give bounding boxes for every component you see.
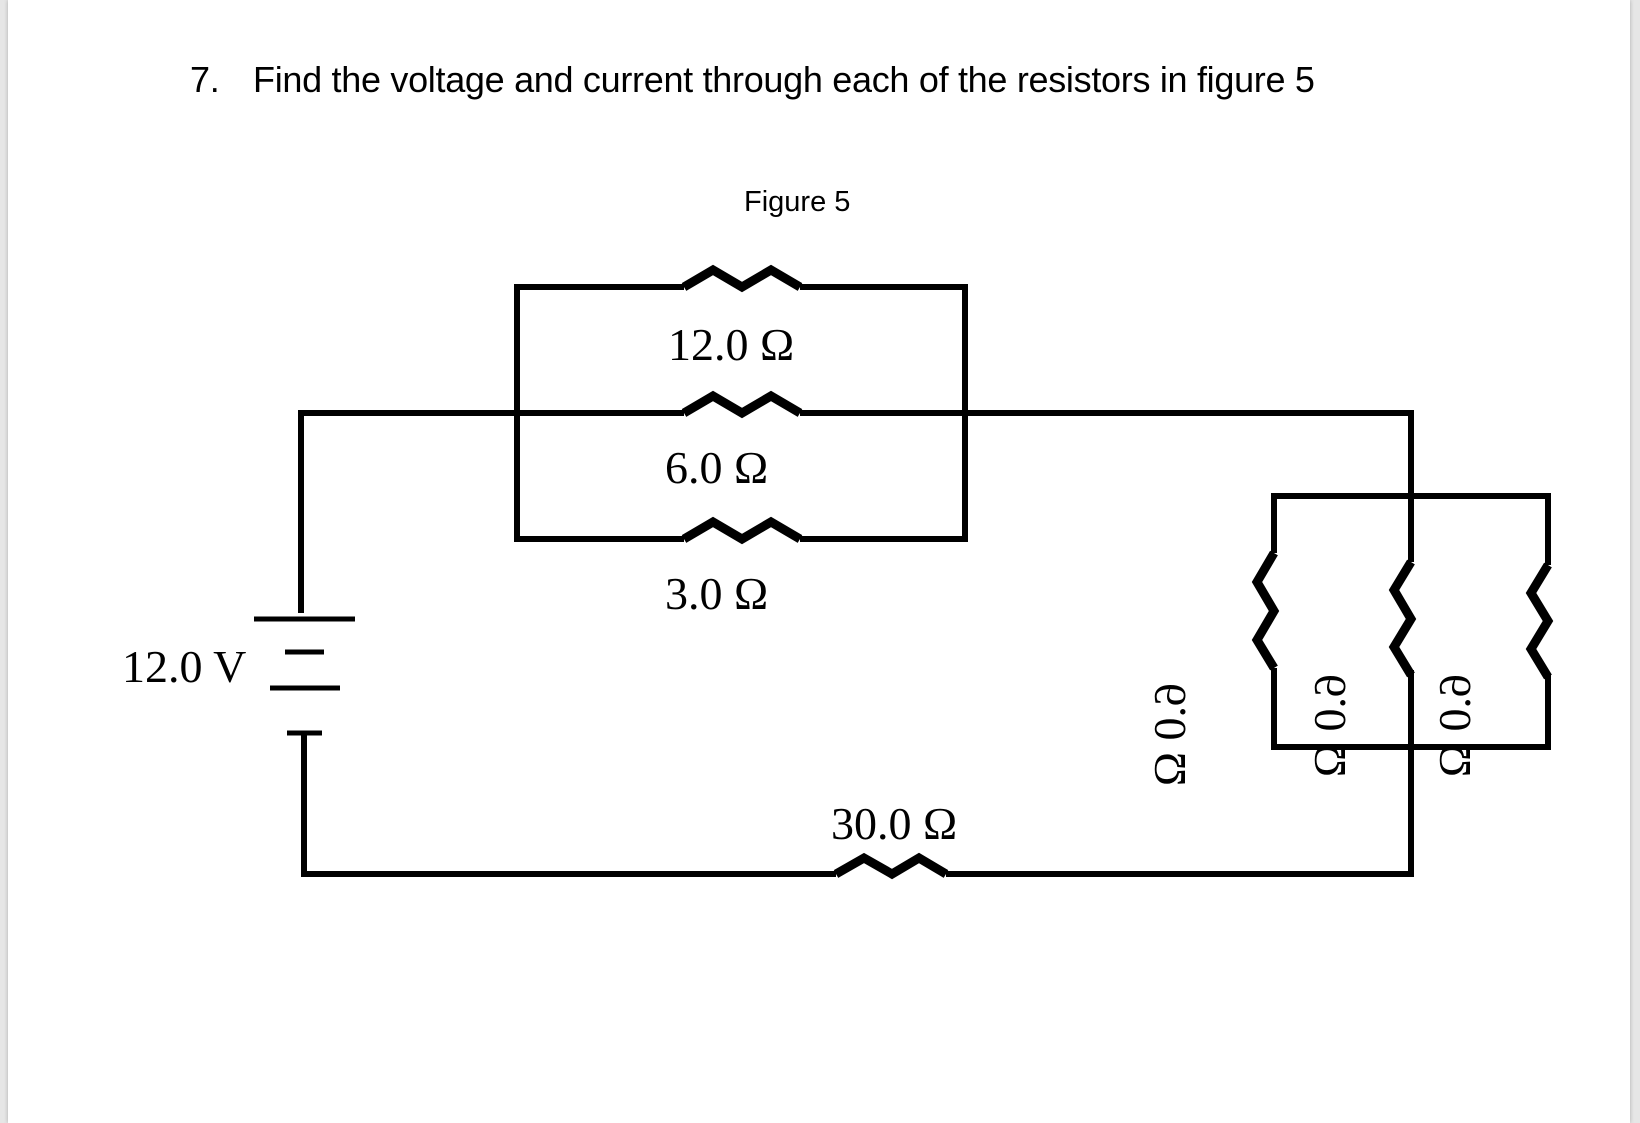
wire-battery-bottom <box>301 733 1411 877</box>
label-resistor-series: 30.0 Ω <box>831 798 957 849</box>
label-resistor-right-1: 6.0 Ω <box>1144 683 1195 786</box>
resistor-zigzag-right-2 <box>1388 559 1417 678</box>
document-page <box>8 0 1630 1123</box>
question-text: Find the voltage and current through eac… <box>253 59 1315 100</box>
label-resistor-top: 12.0 Ω <box>668 319 794 370</box>
label-resistor-right-3: 6.0 Ω <box>1429 674 1480 777</box>
resistor-zigzag-top <box>681 264 803 293</box>
label-resistor-mid: 6.0 Ω <box>665 442 768 493</box>
label-battery: 12.0 V <box>122 641 246 692</box>
resistor-zigzag-bot <box>681 516 803 545</box>
label-resistor-right-2: 6.0 Ω <box>1304 674 1355 777</box>
question-number: 7. <box>190 59 220 100</box>
figure-caption: Figure 5 <box>744 186 851 218</box>
label-resistor-bot: 3.0 Ω <box>665 568 768 619</box>
resistor-zigzag-mid <box>681 390 803 419</box>
resistor-zigzag-series <box>833 852 949 880</box>
resistor-zigzag-right-1 <box>1251 550 1280 671</box>
resistor-zigzag-right-3 <box>1525 562 1554 680</box>
